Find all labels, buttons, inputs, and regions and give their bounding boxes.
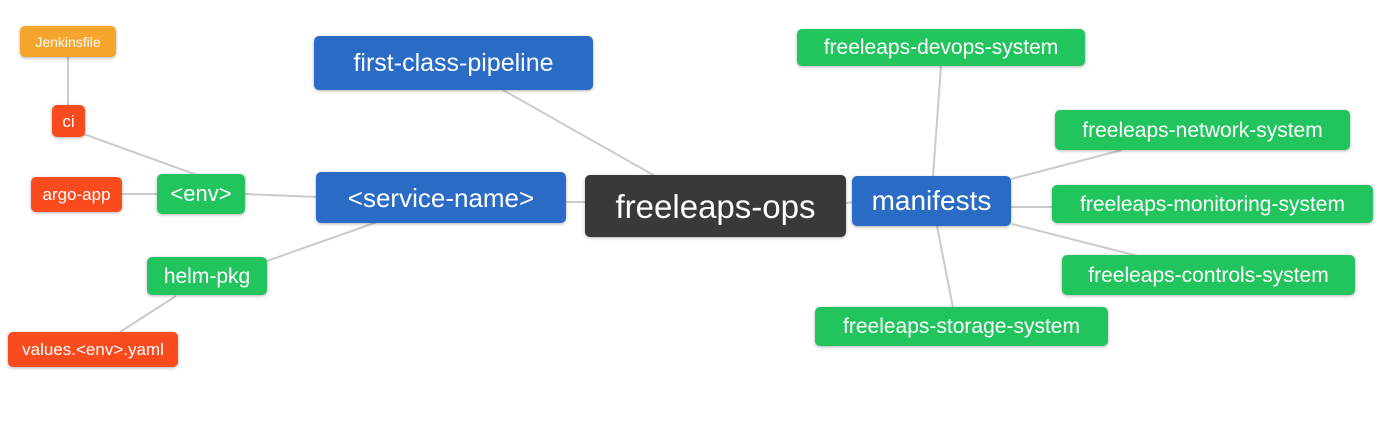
node-argo-app[interactable]: argo-app <box>31 177 122 212</box>
edge-values-env-yaml-to-helm-pkg <box>119 295 177 333</box>
edge-manifests-to-freeleaps-storage-system <box>936 225 954 309</box>
edge-manifests-to-freeleaps-network-system <box>1010 149 1123 180</box>
node-freeleaps-controls-system[interactable]: freeleaps-controls-system <box>1062 255 1355 295</box>
node-freeleaps-ops[interactable]: freeleaps-ops <box>585 175 846 237</box>
edge-env-to-service-name <box>244 193 318 198</box>
node-helm-pkg[interactable]: helm-pkg <box>147 257 267 295</box>
node-values-env-yaml[interactable]: values.<env>.yaml <box>8 332 178 367</box>
node-freeleaps-storage-system[interactable]: freeleaps-storage-system <box>815 307 1108 346</box>
node-jenkinsfile[interactable]: Jenkinsfile <box>20 26 116 57</box>
node-env[interactable]: <env> <box>157 174 245 214</box>
node-freeleaps-devops-system[interactable]: freeleaps-devops-system <box>797 29 1085 66</box>
edge-first-class-pipeline-to-freeleaps-ops <box>502 89 656 177</box>
node-first-class-pipeline[interactable]: first-class-pipeline <box>314 36 593 90</box>
edge-manifests-to-freeleaps-devops-system <box>932 65 942 177</box>
node-manifests[interactable]: manifests <box>852 176 1011 226</box>
node-freeleaps-network-system[interactable]: freeleaps-network-system <box>1055 110 1350 150</box>
node-freeleaps-monitoring-system[interactable]: freeleaps-monitoring-system <box>1052 185 1373 223</box>
node-service-name[interactable]: <service-name> <box>316 172 566 223</box>
node-ci[interactable]: ci <box>52 105 85 137</box>
edge-helm-pkg-to-service-name <box>266 221 378 262</box>
edge-ci-to-env <box>80 132 198 176</box>
edge-freeleaps-ops-to-manifests <box>845 201 854 204</box>
edge-manifests-to-freeleaps-controls-system <box>1011 223 1139 257</box>
